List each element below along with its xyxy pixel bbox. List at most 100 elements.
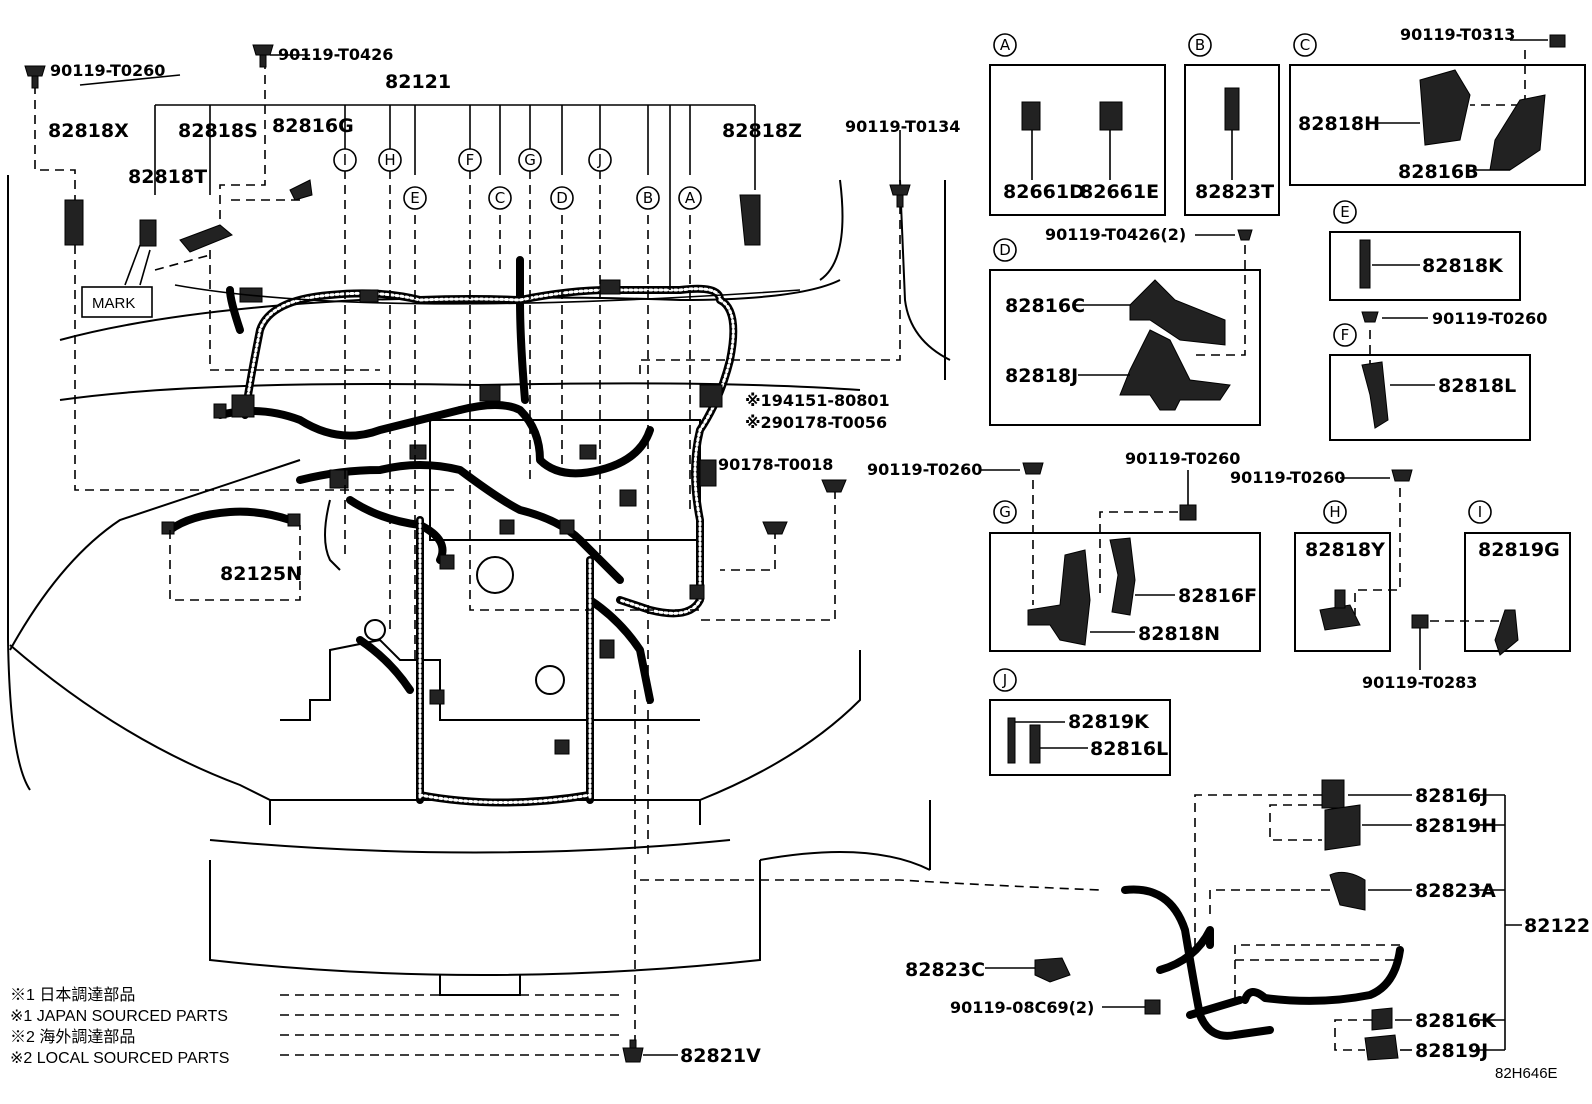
bolt-90119-t0260-h-icon bbox=[1391, 469, 1413, 482]
figure-id: 82H646E bbox=[1495, 1065, 1558, 1082]
detail-box-b: B 82823T bbox=[1184, 33, 1280, 216]
harness-callout-leaders bbox=[79, 54, 901, 305]
part-82823a-icon bbox=[1329, 871, 1366, 911]
label-82823t: 82823T bbox=[1195, 181, 1274, 203]
circle-label-a: A bbox=[678, 186, 702, 210]
nut-90178-t0018-icon bbox=[762, 521, 788, 535]
bolt-90119-t0313-icon bbox=[1549, 34, 1566, 48]
note-2-en: ※2 LOCAL SOURCED PARTS bbox=[10, 1050, 229, 1067]
label-82661d: 82661D bbox=[1003, 181, 1085, 203]
svg-text:B: B bbox=[643, 189, 653, 207]
label-82818n: 82818N bbox=[1138, 623, 1220, 645]
label-82816b: 82816B bbox=[1398, 161, 1479, 183]
circle-label-f: F bbox=[458, 148, 482, 172]
sub-harness-82125n bbox=[161, 507, 301, 535]
bolt-90119-t0260-g-top-icon bbox=[1179, 504, 1197, 521]
mark-label: MARK bbox=[92, 295, 135, 312]
label-90119-t0283: 90119-T0283 bbox=[1362, 673, 1477, 692]
label-82818h: 82818H bbox=[1298, 113, 1380, 135]
label-90119-t0260-g-left: 90119-T0260 bbox=[867, 460, 982, 479]
note-1-en: ※1 JAPAN SOURCED PARTS bbox=[10, 1008, 228, 1025]
label-82816f: 82816F bbox=[1178, 585, 1257, 607]
svg-text:H: H bbox=[384, 151, 395, 169]
label-82819j: 82819J bbox=[1415, 1040, 1488, 1062]
label-90119-t0260-h: 90119-T0260 bbox=[1230, 468, 1345, 487]
svg-text:C: C bbox=[495, 189, 505, 207]
detail-box-h: 90119-T0260 H 82818Y bbox=[1230, 468, 1413, 652]
label-82818s: 82818S bbox=[178, 120, 258, 142]
svg-text:I: I bbox=[1478, 503, 1482, 521]
circle-label-i: I bbox=[333, 148, 357, 172]
mark-box: MARK bbox=[81, 286, 153, 318]
circle-label-d: D bbox=[550, 186, 574, 210]
detail-box-i: I 90119-T0283 82819G bbox=[1362, 500, 1571, 692]
note-2-jp: ※2 海外調達部品 bbox=[10, 1028, 135, 1046]
note-1-jp: ※1 日本調達部品 bbox=[10, 986, 135, 1004]
label-90119-t0260-top: 90119-T0260 bbox=[50, 61, 165, 80]
bolt-90119-t0260-f-icon bbox=[1361, 311, 1379, 323]
svg-text:E: E bbox=[1340, 203, 1349, 221]
svg-text:I: I bbox=[343, 151, 347, 169]
label-90119-t0260-f: 90119-T0260 bbox=[1432, 309, 1547, 328]
label-82816k: 82816K bbox=[1415, 1010, 1497, 1032]
svg-text:A: A bbox=[685, 189, 696, 207]
label-90119-t0426: 90119-T0426 bbox=[278, 45, 393, 64]
label-82818y: 82818Y bbox=[1305, 539, 1385, 561]
bolt-90119-08c69-icon bbox=[1144, 999, 1161, 1015]
label-90119-t0260-g-top: 90119-T0260 bbox=[1125, 449, 1240, 468]
part-82819j-icon bbox=[1364, 1034, 1399, 1061]
svg-text:G: G bbox=[524, 151, 536, 169]
circle-label-b: B bbox=[636, 186, 660, 210]
label-90119-t0134: 90119-T0134 bbox=[845, 117, 960, 136]
svg-text:E: E bbox=[410, 189, 419, 207]
detail-box-c: C 90119-T0313 82818H 82816B bbox=[1289, 25, 1586, 186]
bolt-90119-t0426-2-icon bbox=[1237, 229, 1253, 241]
bolt-90119-t0283-icon bbox=[1411, 614, 1429, 629]
circle-label-g: G bbox=[518, 148, 542, 172]
detail-box-e: E 82818K bbox=[1329, 200, 1521, 301]
bolt-90119-t0134-icon bbox=[889, 184, 911, 208]
svg-text:D: D bbox=[556, 189, 568, 207]
svg-text:J: J bbox=[1002, 671, 1007, 689]
sourcing-notes: ※1 日本調達部品 ※1 JAPAN SOURCED PARTS ※2 海外調達… bbox=[10, 986, 229, 1067]
label-82818x: 82818X bbox=[48, 120, 129, 142]
label-82818k: 82818K bbox=[1422, 255, 1504, 277]
engine-wire-harness bbox=[213, 256, 738, 807]
svg-text:J: J bbox=[597, 151, 602, 169]
bolt-icons bbox=[24, 44, 911, 1063]
svg-text:F: F bbox=[466, 151, 475, 169]
label-82661e: 82661E bbox=[1080, 181, 1159, 203]
bolt-90119-t0260-icon bbox=[24, 65, 46, 89]
svg-text:B: B bbox=[1195, 36, 1205, 54]
label-82823a: 82823A bbox=[1415, 880, 1496, 902]
circle-label-h: H bbox=[378, 148, 402, 172]
detail-box-a: A 82661D 82661E bbox=[989, 33, 1166, 216]
label-82818t: 82818T bbox=[128, 166, 207, 188]
svg-text:F: F bbox=[1341, 326, 1350, 344]
part-82816j-icon bbox=[1321, 779, 1345, 809]
label-90119-08c69: 90119-08C69(2) bbox=[950, 998, 1094, 1017]
detail-box-d: D 90119-T0426(2) 82816C 82818J bbox=[989, 225, 1261, 426]
label-82819g: 82819G bbox=[1478, 539, 1560, 561]
connector-icons bbox=[64, 179, 761, 286]
label-82816l: 82816L bbox=[1090, 738, 1168, 760]
detail-box-g: 90119-T0260 90119-T0260 G 82816F 82818N bbox=[867, 449, 1261, 652]
circle-label-e: E bbox=[403, 186, 427, 210]
label-90178-t0018: 90178-T0018 bbox=[718, 455, 833, 474]
detail-box-j: J 82819K 82816L bbox=[989, 668, 1171, 776]
circle-label-j: J bbox=[588, 148, 612, 172]
nut-290178-icon bbox=[821, 479, 847, 493]
bolt-90119-t0260-g-left-icon bbox=[1022, 462, 1044, 475]
label-82818z: 82818Z bbox=[722, 120, 802, 142]
svg-text:A: A bbox=[1000, 36, 1011, 54]
label-82818j: 82818J bbox=[1005, 365, 1078, 387]
label-82823c: 82823C bbox=[905, 959, 985, 981]
main-circle-labels: I H E F C G D J B A bbox=[333, 148, 702, 210]
label-90119-t0313: 90119-T0313 bbox=[1400, 25, 1515, 44]
label-82816j: 82816J bbox=[1415, 785, 1488, 807]
label-82818l: 82818L bbox=[1438, 375, 1516, 397]
svg-text:C: C bbox=[1300, 36, 1310, 54]
label-82122: 82122 bbox=[1524, 915, 1590, 937]
